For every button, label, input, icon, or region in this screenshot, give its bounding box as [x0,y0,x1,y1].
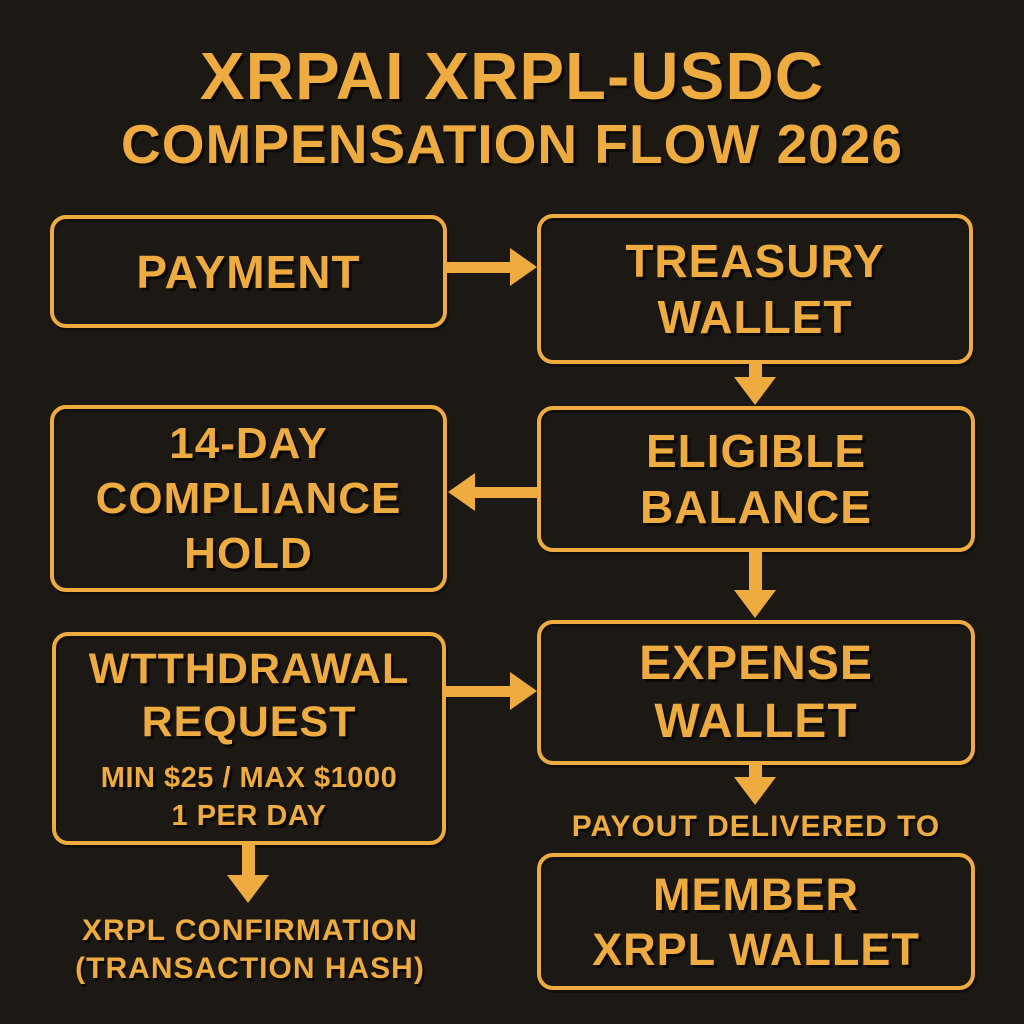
arrow-left-eligible-to-hold-icon [448,473,537,511]
node-member-xrpl-wallet: MEMBER XRPL WALLET [537,853,975,990]
node-hold-label-line: 14-DAY [169,419,328,468]
node-compliance-hold: 14-DAY COMPLIANCE HOLD [50,405,447,592]
node-expense-label-line: EXPENSE [639,636,873,690]
node-treasury-label-line: TREASURY [625,235,885,287]
page-subtitle: COMPENSATION FLOW 2026 [121,113,903,175]
node-withdrawal-request: WTTHDRAWAL REQUEST MIN $25 / MAX $1000 1… [52,632,446,845]
arrow-down-withdrawal-to-confirmation-icon [227,845,269,903]
arrow-down-eligible-to-expense-icon [734,552,776,618]
node-member-label-line: XRPL WALLET [592,923,920,975]
node-eligible-label-line: ELIGIBLE [645,425,867,477]
node-expense-label-line: WALLET [654,694,858,748]
node-payment-label: PAYMENT [136,245,361,298]
node-hold-label-line: HOLD [184,529,313,578]
node-hold-label-line: COMPLIANCE [95,474,402,523]
node-withdrawal-label-line: WTTHDRAWAL [88,644,410,693]
xrpl-confirmation-line: (TRANSACTION HASH) [75,952,425,985]
node-withdrawal-limits-line: 1 PER DAY [171,799,327,832]
arrow-down-treasury-to-eligible-icon [734,364,776,405]
xrpl-confirmation-line: XRPL CONFIRMATION [82,914,418,947]
node-withdrawal-limits-line: MIN $25 / MAX $1000 [100,761,398,794]
page-title: XRPAI XRPL-USDC [199,39,825,114]
node-eligible-balance: ELIGIBLE BALANCE [537,406,975,552]
node-treasury-label-line: WALLET [657,291,853,343]
arrow-right-withdrawal-to-expense-icon [446,672,537,710]
arrow-right-payment-to-treasury-icon [447,248,537,286]
xrpl-confirmation-label: XRPL CONFIRMATION (TRANSACTION HASH) [28,912,472,988]
arrow-down-expense-to-payout-icon [734,765,776,805]
payout-delivered-label: PAYOUT DELIVERED TO [571,810,941,843]
node-payment: PAYMENT [50,215,447,328]
node-expense-wallet: EXPENSE WALLET [537,620,975,765]
node-withdrawal-label-line: REQUEST [141,697,357,746]
node-treasury-wallet: TREASURY WALLET [537,214,973,364]
node-eligible-label-line: BALANCE [640,481,872,533]
node-member-label-line: MEMBER [653,868,859,920]
